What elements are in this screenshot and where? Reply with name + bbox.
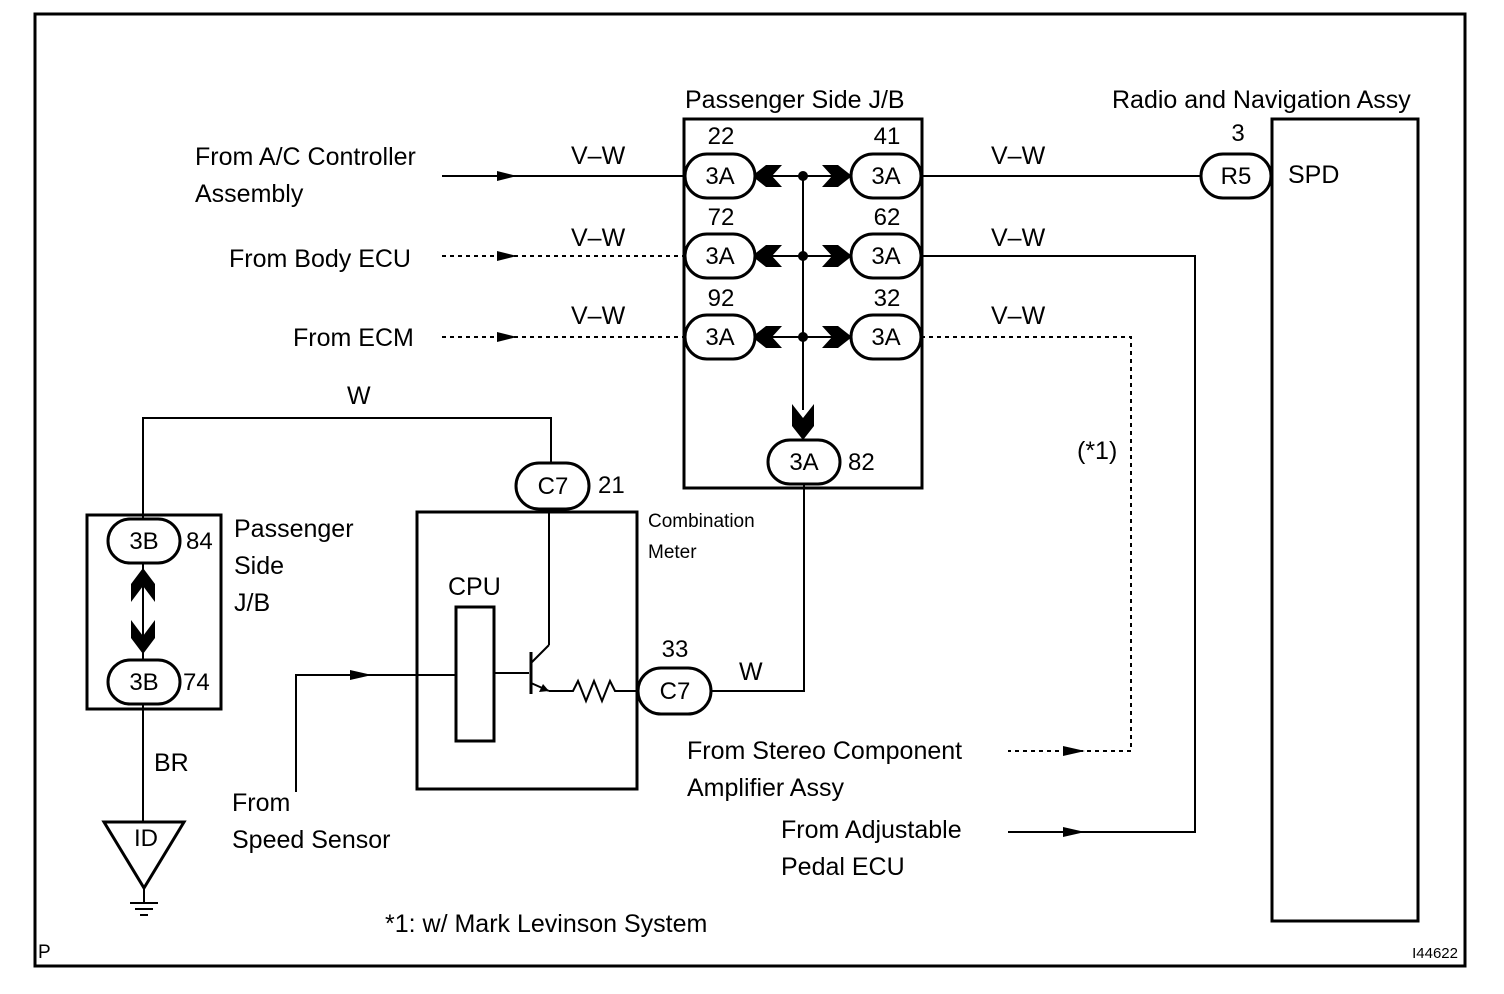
footnote: *1: w/ Mark Levinson System xyxy=(385,910,707,938)
wire-color-vw-3: V–W xyxy=(571,302,626,330)
source-ac-controller-line1: From A/C Controller xyxy=(195,143,416,171)
wire-color-vw-5: V–W xyxy=(991,224,1046,252)
radio-terminal-spd: SPD xyxy=(1288,161,1339,189)
jb-connector-92: 3A 92 xyxy=(683,285,757,361)
left-jb-box xyxy=(85,513,223,711)
arrow-stereo-amp xyxy=(1063,746,1085,756)
source-speed-sensor-line1: From xyxy=(232,789,290,817)
jb-connector-62: 3A 62 xyxy=(849,204,923,280)
source-ac-controller-line2: Assembly xyxy=(195,180,304,208)
jb-connector-41-pin: 41 xyxy=(874,123,901,150)
jb-connector-72: 3A 72 xyxy=(683,204,757,280)
source-pedal-ecu-line2: Pedal ECU xyxy=(781,853,905,881)
combination-meter-label-line1: Combination xyxy=(648,511,755,532)
source-body-ecu: From Body ECU xyxy=(229,245,411,273)
meter-connector-top-code: C7 xyxy=(538,473,569,500)
jb-connector-22: 3A 22 xyxy=(683,123,757,200)
wire-color-w-top: W xyxy=(347,382,371,410)
meter-connector-c7-21: C7 21 xyxy=(514,461,625,511)
radio-navigation-title: Radio and Navigation Assy xyxy=(1112,86,1411,114)
jb-connector-22-pin: 22 xyxy=(708,123,735,150)
jb-connector-41-code: 3A xyxy=(871,163,900,190)
wire-color-vw-1: V–W xyxy=(571,142,626,170)
meter-connector-top-pin: 21 xyxy=(598,472,625,499)
figure-id: I44622 xyxy=(1412,945,1458,962)
transistor-icon xyxy=(494,509,550,694)
jb-connector-41: 3A 41 xyxy=(849,123,923,200)
ground-icon xyxy=(101,820,187,916)
jb-connector-72-code: 3A xyxy=(705,243,734,270)
resistor-icon xyxy=(549,678,638,704)
wire-from-body-ecu xyxy=(442,251,685,261)
diagram-frame xyxy=(33,12,1467,968)
ground-label: ID xyxy=(134,825,158,852)
wire-from-speed-sensor xyxy=(295,670,456,792)
corner-mark: P xyxy=(38,942,51,963)
source-speed-sensor-line2: Speed Sensor xyxy=(232,826,390,854)
meter-connector-c7-33: C7 33 xyxy=(636,636,713,716)
left-jb-label-line3: J/B xyxy=(234,589,270,617)
jb-internal-bus xyxy=(752,165,852,440)
left-jb-label-line2: Side xyxy=(234,552,284,580)
wire-color-br: BR xyxy=(154,749,189,777)
wire-color-w-meter: W xyxy=(739,658,763,686)
combination-meter-box xyxy=(415,510,639,791)
wire-color-vw-2: V–W xyxy=(571,224,626,252)
jb-connector-62-pin: 62 xyxy=(874,204,901,231)
meter-connector-right-code: C7 xyxy=(660,678,691,705)
wire-jb-to-pedal-ecu xyxy=(921,255,1196,833)
arrow-pedal-ecu xyxy=(1063,827,1085,837)
left-jb-connector-bottom-pin: 74 xyxy=(183,669,210,696)
combination-meter-label-line2: Meter xyxy=(648,542,697,563)
left-jb-connector-74: 3B 74 xyxy=(106,658,210,706)
wire-jb-to-stereo-amp xyxy=(921,336,1132,752)
jb-connector-32-code: 3A xyxy=(871,324,900,351)
wire-jb82-to-meter xyxy=(711,484,805,692)
wire-color-vw-6: V–W xyxy=(991,302,1046,330)
cpu-label: CPU xyxy=(448,573,501,601)
jb-connector-32: 3A 32 xyxy=(849,285,923,361)
radio-connector-pin: 3 xyxy=(1231,120,1244,147)
note-marker: (*1) xyxy=(1077,437,1117,465)
jb-connector-32-pin: 32 xyxy=(874,285,901,312)
source-stereo-amp-line2: Amplifier Assy xyxy=(687,774,844,802)
cpu-block xyxy=(454,605,496,743)
wire-from-ecm xyxy=(442,332,685,342)
wire-from-ac-controller xyxy=(442,171,685,181)
left-jb-connector-top-pin: 84 xyxy=(186,528,213,555)
radio-navigation-box xyxy=(1270,117,1420,923)
source-pedal-ecu-line1: From Adjustable xyxy=(781,816,962,844)
left-jb-connector-84: 3B 84 xyxy=(106,517,213,565)
left-jb-internal-link xyxy=(131,563,155,660)
radio-connector-code: R5 xyxy=(1221,163,1252,190)
jb-connector-62-code: 3A xyxy=(871,243,900,270)
source-stereo-amp-line1: From Stereo Component xyxy=(687,737,962,765)
source-ecm: From ECM xyxy=(293,324,414,352)
jb-connector-82-code: 3A xyxy=(789,449,818,476)
jb-connector-22-code: 3A xyxy=(705,163,734,190)
jb-connector-92-pin: 92 xyxy=(708,285,735,312)
meter-connector-right-pin: 33 xyxy=(662,636,689,663)
left-jb-connector-bottom-code: 3B xyxy=(129,669,158,696)
jb-connector-82: 3A 82 xyxy=(766,438,875,486)
wire-w-left-jb-to-meter xyxy=(142,417,552,519)
left-jb-label-line1: Passenger xyxy=(234,515,354,543)
radio-connector-r5: R5 3 xyxy=(1199,120,1273,200)
left-jb-connector-top-code: 3B xyxy=(129,528,158,555)
passenger-jb-title: Passenger Side J/B xyxy=(685,86,905,114)
jb-connector-82-pin: 82 xyxy=(848,449,875,476)
jb-connector-72-pin: 72 xyxy=(708,204,735,231)
jb-connector-92-code: 3A xyxy=(705,324,734,351)
wire-color-vw-4: V–W xyxy=(991,142,1046,170)
